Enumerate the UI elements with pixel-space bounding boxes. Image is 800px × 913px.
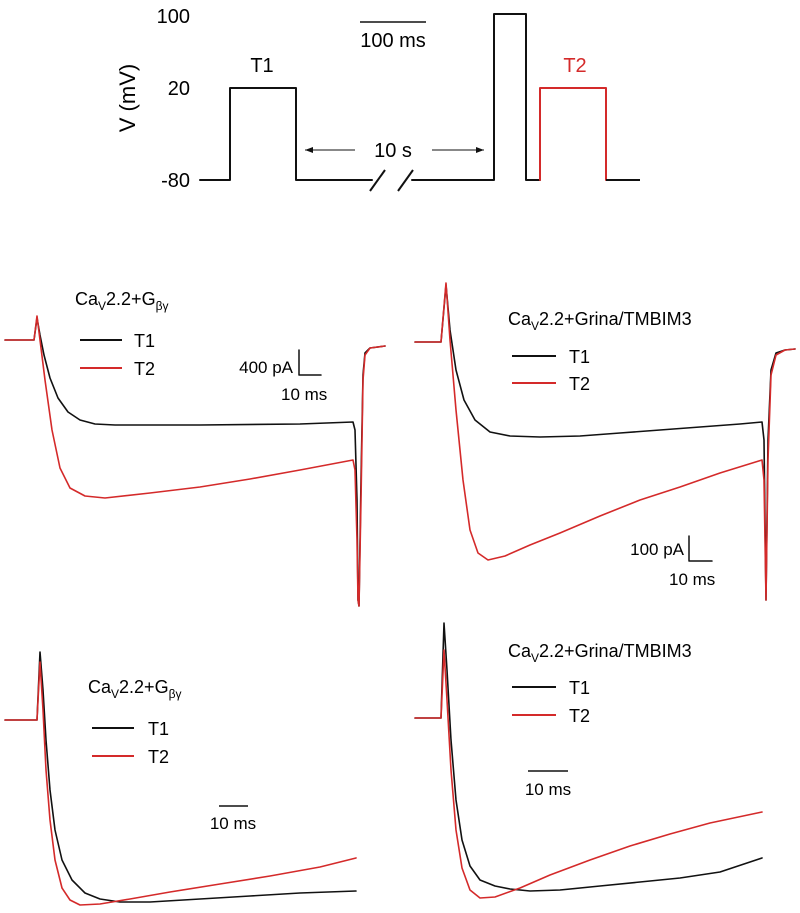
panel-title-subscript-2: βγ	[169, 687, 182, 701]
current-trace-t2	[414, 649, 763, 899]
time-scale-label: 10 ms	[210, 814, 256, 833]
protocol-t1-label: T1	[250, 55, 273, 77]
panel-cav22-grina-zoom: CaV2.2+Grina/TMBIM3 T1 T2 10 ms	[414, 622, 763, 899]
panel-title: CaV2.2+Gβγ	[75, 289, 168, 313]
panel-cav22-gbg-full: CaV2.2+Gβγ T1 T2 400 pA 10 ms	[4, 289, 386, 607]
axis-break-mark	[369, 169, 386, 192]
panel-title-base: Ca	[75, 289, 99, 309]
axis-break-mark	[397, 169, 414, 192]
panel-title: CaV2.2+Grina/TMBIM3	[508, 309, 692, 333]
panel-title-subscript: V	[111, 687, 119, 701]
current-trace-t1	[414, 284, 796, 601]
legend-label-t2: T2	[134, 359, 155, 379]
panel-title-rest: 2.2+G	[106, 289, 156, 309]
panel-cav22-grina-full: CaV2.2+Grina/TMBIM3 T1 T2 100 pA 10 ms	[414, 282, 796, 601]
panel-title: CaV2.2+Grina/TMBIM3	[508, 641, 692, 665]
legend-label-t1: T1	[134, 331, 155, 351]
panel-title-subscript: V	[531, 651, 539, 665]
current-trace-t1	[4, 651, 357, 903]
panel-cav22-gbg-zoom: CaV2.2+Gβγ T1 T2 10 ms	[4, 651, 357, 906]
panel-title-rest: 2.2+Grina/TMBIM3	[539, 309, 692, 329]
time-scale-label: 10 ms	[281, 385, 327, 404]
protocol-ytick-minus80: -80	[161, 170, 190, 192]
current-trace-t2	[4, 315, 386, 607]
time-scale-label: 10 ms	[525, 780, 571, 799]
protocol-trace-t1	[199, 87, 373, 181]
voltage-protocol: V (mV) 100 20 -80 T1 T2 100 ms 10 s	[115, 6, 640, 192]
panel-title-rest: 2.2+Grina/TMBIM3	[539, 641, 692, 661]
protocol-t2-label: T2	[563, 55, 586, 77]
time-scale-label: 10 ms	[669, 570, 715, 589]
current-scale-label: 400 pA	[239, 358, 294, 377]
legend-label-t1: T1	[569, 347, 590, 367]
protocol-ytick-100: 100	[157, 6, 190, 28]
protocol-trace-t2	[539, 87, 607, 181]
current-scale-bar	[298, 349, 322, 376]
current-trace-t2	[4, 661, 357, 906]
legend-label-t2: T2	[569, 706, 590, 726]
current-scale-label: 100 pA	[630, 540, 685, 559]
current-trace-t1	[4, 317, 386, 607]
panel-title-subscript: V	[531, 319, 539, 333]
protocol-time-scale-label: 100 ms	[360, 30, 426, 52]
panel-title-subscript: V	[98, 299, 106, 313]
interval-arrow-left-icon	[305, 147, 313, 153]
interval-arrow-right-icon	[476, 147, 484, 153]
protocol-trace-prepulse	[411, 13, 541, 181]
panel-title-subscript-2: βγ	[156, 299, 169, 313]
panel-title-base: Ca	[88, 677, 112, 697]
current-scale-bar	[688, 535, 713, 562]
panel-title-rest: 2.2+G	[119, 677, 169, 697]
protocol-ytick-20: 20	[168, 78, 190, 100]
panel-title: CaV2.2+Gβγ	[88, 677, 181, 701]
legend-label-t2: T2	[569, 374, 590, 394]
protocol-interval-label: 10 s	[374, 140, 412, 162]
legend-label-t1: T1	[148, 719, 169, 739]
panel-title-base: Ca	[508, 641, 532, 661]
current-trace-t1	[414, 622, 763, 892]
current-trace-t2	[414, 282, 796, 601]
legend-label-t1: T1	[569, 678, 590, 698]
legend-label-t2: T2	[148, 747, 169, 767]
panel-title-base: Ca	[508, 309, 532, 329]
protocol-y-axis-label: V (mV)	[115, 64, 140, 132]
